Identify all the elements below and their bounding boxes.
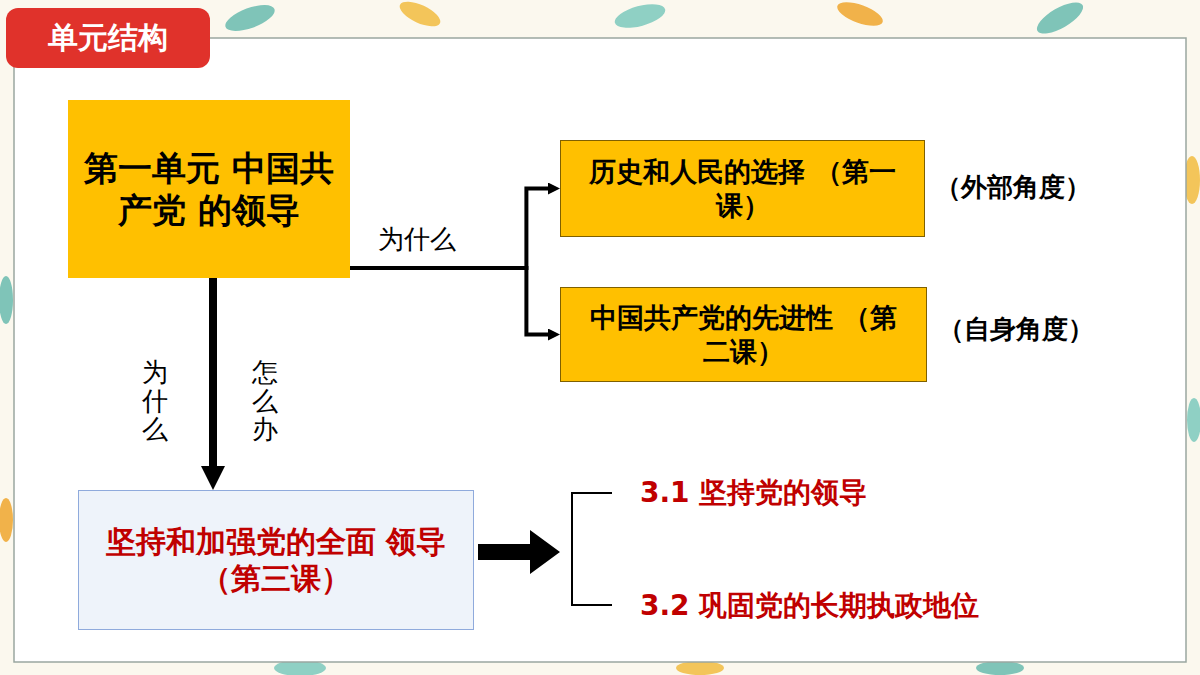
box-text: 中国共产党的先进性 （第二课） bbox=[581, 301, 906, 369]
leaf bbox=[976, 661, 1024, 675]
connector-arrow bbox=[350, 189, 548, 269]
leaf bbox=[612, 0, 667, 32]
leaf bbox=[0, 498, 13, 542]
content-panel bbox=[14, 38, 1186, 662]
connector-arrow bbox=[350, 268, 548, 335]
leaf bbox=[1032, 0, 1087, 40]
leaf bbox=[676, 661, 724, 675]
section-title: 3.2 巩固党的长期执政地位 bbox=[640, 587, 979, 625]
block-arrow bbox=[478, 530, 560, 574]
lesson-box: 坚持和加强党的全面 领导（第三课） bbox=[78, 490, 474, 630]
arrow-note: 怎么办 bbox=[252, 358, 278, 444]
side-note: （自身角度） bbox=[938, 312, 1094, 347]
title-tag bbox=[6, 8, 210, 68]
box-text: 第一单元 中国共产党 的领导 bbox=[78, 147, 340, 232]
leaf bbox=[222, 0, 278, 36]
leaf bbox=[1187, 398, 1200, 442]
edge-label: 为什么 bbox=[378, 222, 456, 257]
bracket bbox=[572, 493, 612, 605]
leaf bbox=[0, 276, 13, 324]
connector-arrow bbox=[209, 278, 217, 466]
box-text: 历史和人民的选择 （第一课） bbox=[581, 155, 904, 223]
edge-label: 为什么 bbox=[142, 358, 168, 444]
leaf bbox=[396, 0, 443, 31]
section-title: 3.1 坚持党的领导 bbox=[640, 474, 867, 512]
box-text: 坚持和加强党的全面 领导（第三课） bbox=[99, 523, 453, 598]
slide-title: 单元结构 bbox=[10, 8, 206, 68]
side-note: （外部角度） bbox=[935, 170, 1091, 205]
unit-box: 第一单元 中国共产党 的领导 bbox=[68, 100, 350, 278]
leaf bbox=[834, 0, 885, 31]
lesson-box: 历史和人民的选择 （第一课） bbox=[560, 140, 925, 237]
lesson-box: 中国共产党的先进性 （第二课） bbox=[560, 287, 927, 382]
